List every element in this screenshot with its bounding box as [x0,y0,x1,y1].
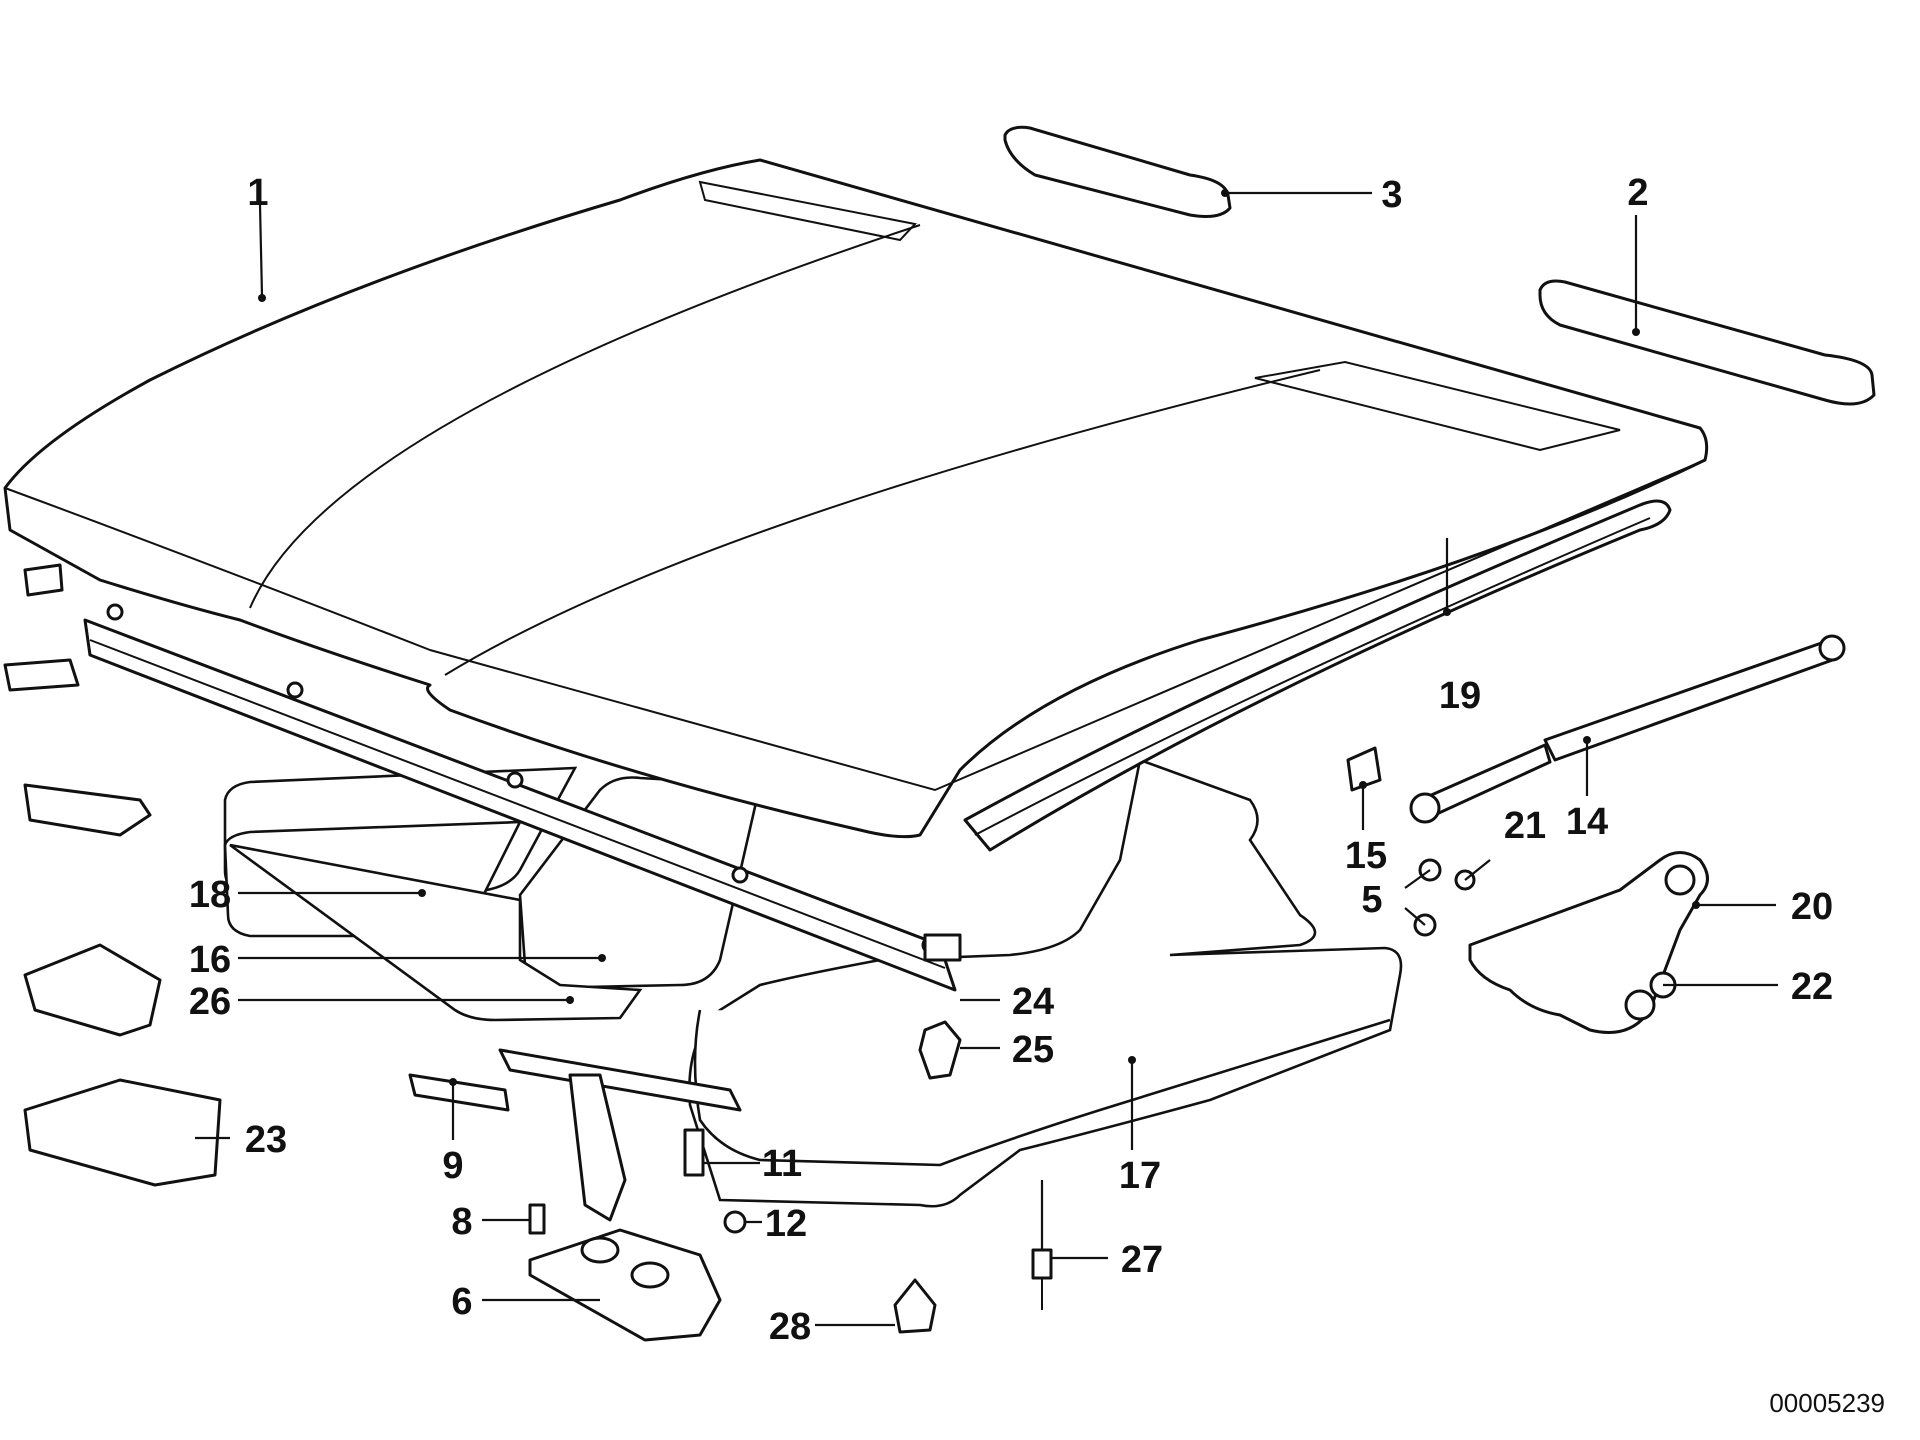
screw-8 [528,1203,546,1235]
callout-28: 28 [769,1306,811,1348]
rear-seal-strip [963,499,1672,852]
callout-23: 23 [245,1119,287,1161]
insulation-pad-26 [229,843,643,1022]
trim-part-2 [1538,279,1876,406]
callout-19: 19 [1439,675,1481,717]
callout-22: 22 [1791,966,1833,1008]
hood-hinge [1468,851,1709,1034]
callout-12: 12 [765,1203,807,1245]
callout-20: 20 [1791,886,1833,928]
callout-14: 14 [1566,801,1608,843]
callout-6: 6 [451,1281,472,1323]
left-lock [23,943,162,1037]
callout-25: 25 [1012,1029,1054,1071]
callout-1: 1 [247,172,268,214]
callout-26: 26 [189,981,231,1023]
callout-24: 24 [1012,981,1054,1023]
left-part-1 [23,563,64,597]
callout-27: 27 [1121,1239,1163,1281]
left-plate [23,783,152,837]
grommet-25 [918,1020,962,1080]
insulation-pad-17 [688,758,1403,1208]
leader-lines [195,189,1778,1327]
callout-5: 5 [1361,879,1382,921]
callout-2: 2 [1627,172,1648,214]
callout-labels: 1 2 3 5 6 8 9 11 12 14 15 16 17 18 19 20… [189,172,1833,1348]
cover-23 [23,1078,222,1187]
clip-24 [923,933,962,962]
gas-strut [1409,634,1846,824]
left-part-2 [3,658,80,692]
hood-panel [3,158,1709,839]
callout-8: 8 [451,1201,472,1243]
callout-3: 3 [1381,174,1402,216]
screw-11 [683,1128,705,1177]
release-lever-9 [408,1048,742,1222]
callout-17: 17 [1119,1155,1161,1197]
screw-12 [723,1210,747,1234]
callout-15: 15 [1345,835,1387,877]
clip-28 [893,1278,937,1334]
diagram-reference-number: 00005239 [1769,1388,1885,1418]
callout-16: 16 [189,939,231,981]
trim-part-3 [1003,125,1232,218]
callout-18: 18 [189,874,231,916]
hood-lock-6 [528,1228,722,1342]
callout-11: 11 [762,1143,802,1185]
plug-27 [1031,1248,1053,1310]
callout-9: 9 [442,1145,463,1187]
callout-21: 21 [1504,805,1546,847]
bracket-15 [1346,746,1382,792]
